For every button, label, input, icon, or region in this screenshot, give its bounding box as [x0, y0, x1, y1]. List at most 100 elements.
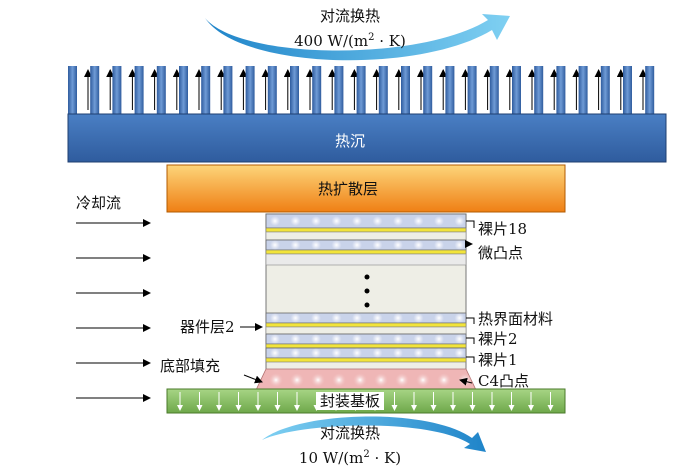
- microbump-label: 微凸点: [478, 244, 524, 262]
- microbump: [352, 334, 362, 344]
- c4-bump: [416, 373, 430, 387]
- microbump: [434, 313, 444, 323]
- bottom-convection-value: 10 W/(m2 · K): [298, 449, 402, 467]
- heat-sink-fin: [245, 66, 255, 116]
- microbump: [372, 216, 383, 226]
- microbump: [311, 216, 321, 226]
- c4bump-label: C4凸点: [478, 372, 530, 390]
- microbump: [311, 348, 321, 358]
- heat-sink-label: 热沉: [334, 132, 365, 150]
- underfill-label: 底部填充: [160, 357, 221, 375]
- heat-sink-fin: [623, 66, 632, 116]
- heat-sink-fin: [356, 66, 366, 116]
- heat-sink-fin: [534, 66, 544, 116]
- microbump: [290, 348, 301, 358]
- microbump: [413, 348, 424, 358]
- c4-bump: [353, 373, 367, 387]
- microbump: [270, 240, 280, 250]
- die18-label: 裸片18: [478, 220, 528, 238]
- top-convection-label: 对流换热 400 W/(m2 · K): [0, 6, 700, 52]
- c4-bump: [290, 373, 304, 387]
- heat-sink-fin: [201, 66, 211, 116]
- microbump: [413, 240, 424, 250]
- microbump: [393, 216, 403, 226]
- microbump: [372, 348, 383, 358]
- heat-sink-fin: [556, 66, 566, 116]
- microbump: [331, 334, 342, 344]
- top-convection-arrow-icon: [205, 14, 510, 61]
- heat-sink-fins: [68, 66, 655, 116]
- heat-sink-fin: [312, 66, 322, 116]
- microbump: [434, 216, 444, 226]
- top-convection-value: 400 W/(m2 · K): [294, 32, 406, 50]
- bottom-convection-title: 对流换热: [319, 424, 380, 442]
- microbump: [352, 313, 362, 323]
- microbump: [372, 334, 383, 344]
- microbump: [413, 216, 424, 226]
- microbump: [454, 216, 465, 226]
- microbump: [454, 240, 465, 250]
- device-layer-label: 器件层2: [180, 318, 235, 336]
- heat-sink-fin: [645, 66, 655, 116]
- microbump: [413, 334, 424, 344]
- heat-sink-fin: [423, 66, 433, 116]
- heat-sink-fin: [378, 66, 388, 116]
- microbump: [290, 240, 301, 250]
- c4-bump: [269, 373, 283, 387]
- c4-bump: [332, 373, 346, 387]
- microbump: [372, 240, 383, 250]
- microbump: [311, 240, 321, 250]
- microbump: [311, 313, 321, 323]
- heat-sink: [67, 113, 667, 163]
- microbump: [290, 216, 301, 226]
- top-convection-title: 对流换热: [319, 7, 380, 25]
- heat-sink-fin: [156, 66, 166, 116]
- bottom-convection-arrow-icon: [262, 416, 486, 452]
- heat-sink-fin: [512, 66, 521, 116]
- c4-bump: [395, 373, 409, 387]
- microbump: [454, 348, 465, 358]
- microbump: [372, 313, 383, 323]
- heat-spreader: [166, 164, 566, 213]
- die2-label: 裸片2: [478, 330, 518, 348]
- microbump: [352, 216, 362, 226]
- c4-bump: [311, 373, 325, 387]
- c4-bump-row: [269, 373, 472, 387]
- substrate-label: 封装基板: [0, 390, 700, 411]
- c4-bump: [374, 373, 388, 387]
- heat-sink-fin: [90, 66, 100, 116]
- heat-sink-fin: [445, 66, 455, 116]
- heat-sink-fin: [600, 66, 610, 116]
- microbump: [311, 334, 321, 344]
- heat-sink-fin: [290, 66, 299, 116]
- microbump: [270, 216, 280, 226]
- heat-sink-fin: [112, 66, 122, 116]
- microbump-row: [270, 216, 465, 358]
- microbump: [270, 334, 280, 344]
- microbump: [413, 313, 424, 323]
- heat-sink-fin: [334, 66, 344, 116]
- microbump: [270, 348, 280, 358]
- microbump: [331, 216, 342, 226]
- microbump: [393, 313, 403, 323]
- microbump: [454, 334, 465, 344]
- c4-bump: [437, 373, 451, 387]
- microbump: [331, 240, 342, 250]
- microbump: [352, 240, 362, 250]
- microbump: [434, 334, 444, 344]
- heat-sink-fin: [68, 66, 77, 116]
- microbump: [393, 348, 403, 358]
- microbump: [454, 313, 465, 323]
- heat-spreader-label: 热扩散层: [317, 180, 378, 198]
- microbump: [352, 348, 362, 358]
- heat-sink-fin: [401, 66, 410, 116]
- heat-sink-fin: [267, 66, 277, 116]
- bottom-convection-label: 对流换热 10 W/(m2 · K): [0, 423, 700, 469]
- heat-sink-fin: [578, 66, 588, 116]
- heat-sink-fin: [179, 66, 188, 116]
- heat-sink-fin: [134, 66, 144, 116]
- label-leaders: [240, 220, 475, 386]
- coolant-label: 冷却流: [76, 194, 122, 212]
- tim-label: 热界面材料: [478, 310, 554, 328]
